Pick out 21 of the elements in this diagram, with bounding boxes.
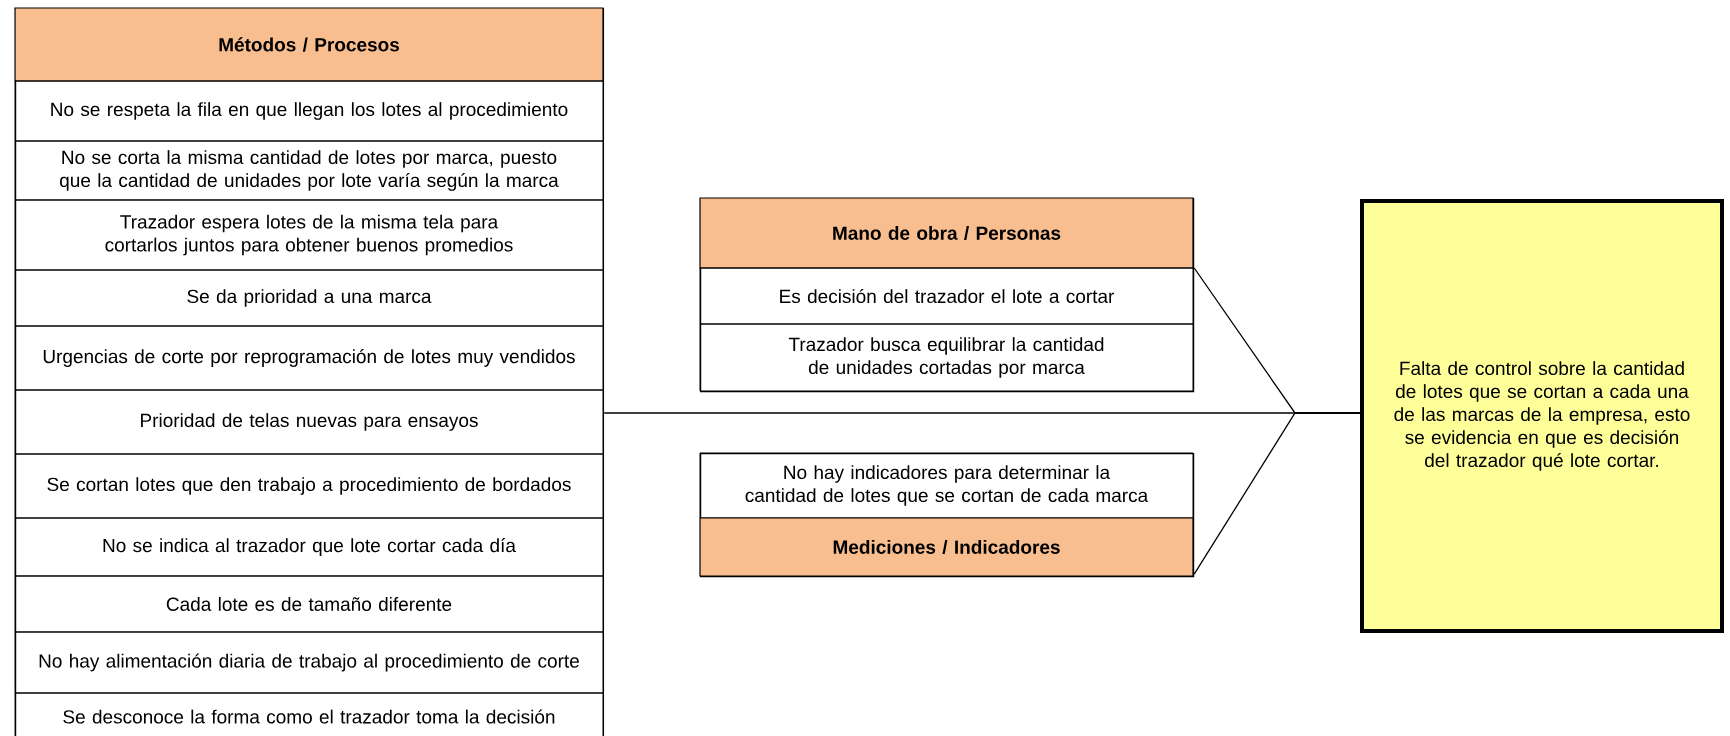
table-cell: No hay alimentación diaria de trabajo al procedimiento de corte — [14, 631, 604, 694]
header-cell: Métodos / Procesos — [14, 7, 604, 82]
table-cell: No se corta la misma cantidad de lotes por marca, puesto que la cantidad de unidades por lote varía según la marca — [14, 140, 604, 201]
table — [699, 197, 1195, 393]
table-cell: Urgencias de corte por reprogramación de lotes muy vendidos — [14, 325, 604, 391]
header-cell: Mediciones / Indicadores — [699, 517, 1194, 577]
table-cell: Trazador espera lotes de la misma tela para cortarlos juntos para obtener buenos promedios — [14, 199, 604, 271]
effect-box: Falta de control sobre la cantidad de lotes que se cortan a cada una de las marcas de la empresa, esto se evidencia en que es decisión del trazador qué lote cortar. — [1360, 199, 1724, 633]
table-cell: No se indica al trazador que lote cortar cada día — [14, 517, 604, 577]
table-cell: Se cortan lotes que den trabajo a procedimiento de bordados — [14, 453, 604, 519]
table-cell: Es decisión del trazador el lote a cortar — [699, 267, 1194, 325]
table-cell: Prioridad de telas nuevas para ensayos — [14, 389, 604, 455]
connector-line — [1193, 412, 1361, 575]
table-cell: Se da prioridad a una marca — [14, 269, 604, 327]
header-cell: Mano de obra / Personas — [699, 197, 1194, 269]
table-cell: No se respeta la fila en que llegan los lotes al procedimiento — [14, 80, 604, 142]
table-cell: Trazador busca equilibrar la cantidad de unidades cortadas por marca — [699, 323, 1194, 392]
table — [14, 7, 605, 736]
table-cell: Se desconoce la forma como el trazador toma la decisión — [14, 692, 604, 736]
table — [699, 452, 1195, 578]
table-cell: Cada lote es de tamaño diferente — [14, 575, 604, 633]
